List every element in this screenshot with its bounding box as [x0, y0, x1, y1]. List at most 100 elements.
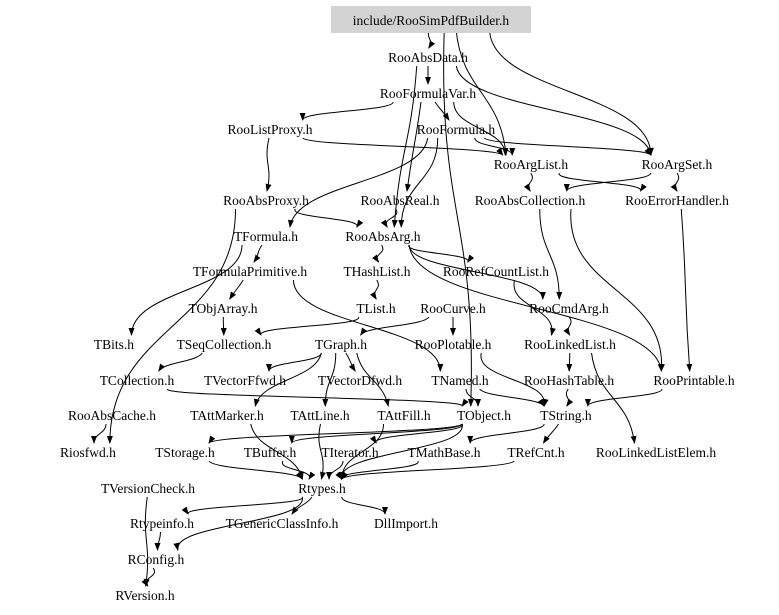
edge-rooabscollection-to-rooprintable — [570, 208, 665, 372]
edge-rooabsarg-to-roorefcountlist — [408, 244, 475, 263]
edge-tformula-to-tformulaprimitive — [253, 244, 263, 263]
edge-rooformulavar-to-rooarglist — [453, 101, 509, 156]
edge-rooplotable-to-tstring — [480, 352, 549, 407]
tstorage-node: TStorage.h — [155, 445, 215, 460]
rooformula-node: RooFormula.h — [417, 122, 496, 137]
edge-rooformula-to-tformula — [287, 137, 429, 228]
dllimport-node: DllImport.h — [374, 516, 438, 531]
rooabsproxy-node: RooAbsProxy.h — [223, 193, 309, 208]
edge-roolinkedlist-to-roolinkedlistelem — [591, 352, 637, 444]
edge-tlist-to-tseqcollection — [254, 316, 359, 336]
rooabsarg-node: RooAbsArg.h — [345, 229, 420, 244]
tobjarray-node: TObjArray.h — [189, 301, 258, 316]
tnamed-node: TNamed.h — [431, 373, 489, 388]
edge-tcollection-to-tobject — [166, 388, 469, 407]
rooarglist-node: RooArgList.h — [494, 157, 569, 172]
edge-tformula-to-tbits — [128, 244, 243, 336]
edge-rooarglist-to-rooerrorhandler — [558, 172, 647, 192]
edge-tstring-to-trefcnt — [542, 423, 559, 444]
edge-rooabsproxy-to-rooabsarg — [294, 208, 364, 228]
roolistproxy-node: RooListProxy.h — [227, 122, 312, 137]
tattline-node: TAttLine.h — [290, 408, 350, 423]
edge-tformulaprimitive-to-tnamed — [292, 279, 444, 372]
thashlist-node: THashList.h — [343, 264, 410, 279]
edge-tobject-to-tstorage — [208, 423, 463, 444]
edge-roorefcountlist-to-roolinkedlist — [513, 279, 556, 336]
tattmarker-node: TAttMarker.h — [190, 408, 264, 423]
edge-rtypes-to-dllimport — [341, 496, 388, 515]
edge-rooformulavar-to-rooformula — [434, 101, 450, 121]
rooargset-node: RooArgSet.h — [642, 157, 713, 172]
tvectorffwd-node: TVectorFfwd.h — [204, 373, 286, 388]
edge-tgraph-to-tattline — [322, 352, 337, 407]
edge-tattline-to-rtypes — [318, 423, 326, 480]
tvectordfwd-node: TVectorDfwd.h — [318, 373, 403, 388]
edge-tstorage-to-rtypes — [208, 460, 303, 480]
edge-root-to-tobject — [443, 28, 474, 407]
edge-rooformula-to-rooarglist — [474, 137, 516, 156]
edge-tgraph-to-tattmarker — [253, 352, 322, 407]
rtypes-node: Rtypes.h — [298, 481, 346, 496]
rooabsreal-node: RooAbsReal.h — [360, 193, 439, 208]
edge-rooabsarg-to-roocmdarg — [408, 244, 546, 300]
edge-root-to-rooarglist — [455, 28, 509, 156]
tcollection-node: TCollection.h — [100, 373, 175, 388]
edge-rooargset-to-rooerrorhandler — [670, 172, 680, 192]
tformula-node: TFormula.h — [234, 229, 298, 244]
roolinkedlistelem-node: RooLinkedListElem.h — [596, 445, 717, 460]
edge-tobjarray-to-tseqcollection — [220, 316, 227, 336]
edge-rooformula-to-rooargset — [483, 137, 652, 156]
dependency-edges — [91, 28, 693, 587]
edge-rooerrorhandler-to-rooprintable — [680, 208, 693, 372]
tversioncheck-node: TVersionCheck.h — [101, 481, 195, 496]
roocmdarg-node: RooCmdArg.h — [529, 301, 609, 316]
edge-roolistproxy-to-rooabsproxy — [265, 137, 272, 192]
edge-rooformulavar-to-roolistproxy — [299, 101, 394, 121]
roohashtable-node: RooHashTable.h — [524, 373, 614, 388]
edge-rooabsreal-to-rooabsarg — [380, 208, 398, 228]
edge-rooabsdata-to-rooargset — [455, 65, 653, 156]
edge-tbuffer-to-rtypes — [282, 460, 316, 480]
edge-rtypes-to-rconfig — [173, 496, 303, 551]
edge-tseqcollection-to-tcollection — [158, 352, 203, 372]
rconfig-node: RConfig.h — [128, 552, 185, 567]
edge-roocmdarg-to-roolinkedlist — [563, 316, 572, 336]
rooprintable-node: RooPrintable.h — [653, 373, 735, 388]
roolinkedlist-node: RooLinkedList.h — [524, 337, 616, 352]
edge-tobject-to-rtypes — [337, 423, 463, 480]
edge-rooprintable-to-tstring — [584, 388, 663, 407]
edge-tnamed-to-tstring — [479, 388, 545, 407]
edge-rooabsarg-to-thashlist — [372, 244, 384, 263]
tmathbase-node: TMathBase.h — [407, 445, 480, 460]
edge-rooformula-to-rooabsarg — [398, 137, 439, 228]
edge-rtypes-to-tgenericclassinfo — [291, 496, 313, 515]
rooerrorhandler-node: RooErrorHandler.h — [625, 193, 729, 208]
edge-thashlist-to-tlist — [369, 279, 379, 300]
edge-tobject-to-titerator — [369, 423, 463, 444]
edge-root-to-rooargset — [489, 28, 654, 156]
edge-roohashtable-to-tstring — [565, 388, 574, 407]
edge-titerator-to-rtypes — [326, 460, 344, 480]
edge-rooformulavar-to-rooabsreal — [404, 101, 422, 192]
edge-roolistproxy-to-rooarglist — [302, 137, 504, 156]
riosfwd-node: Riosfwd.h — [60, 445, 116, 460]
edge-rtypes-to-rtypeinfo — [181, 496, 303, 515]
edge-roolinkedlist-to-roohashtable — [566, 352, 573, 372]
edge-rooarglist-to-rooabscollection — [523, 172, 533, 192]
rtypeinfo-node: Rtypeinfo.h — [130, 516, 194, 531]
tobject-node: TObject.h — [457, 408, 511, 423]
edge-rooargset-to-rooabscollection — [563, 172, 652, 192]
rooabscollection-node: RooAbsCollection.h — [475, 193, 586, 208]
root-node-highlight — [331, 6, 531, 33]
edge-roocurve-to-tgraph — [360, 316, 430, 336]
edge-tversioncheck-to-rversion — [143, 496, 150, 587]
edge-rooabsarg-to-rooprintable — [408, 244, 664, 372]
tbuffer-node: TBuffer.h — [244, 445, 297, 460]
edge-rooabscache-to-riosfwd — [91, 423, 107, 444]
edge-rtypeinfo-to-rconfig — [154, 531, 161, 551]
edge-rooabsproxy-to-riosfwd — [106, 208, 237, 444]
root-node: include/RooSimPdfBuilder.h — [353, 13, 510, 28]
roocurve-node: RooCurve.h — [420, 301, 486, 316]
edge-tstring-to-tmathbase — [467, 423, 545, 444]
